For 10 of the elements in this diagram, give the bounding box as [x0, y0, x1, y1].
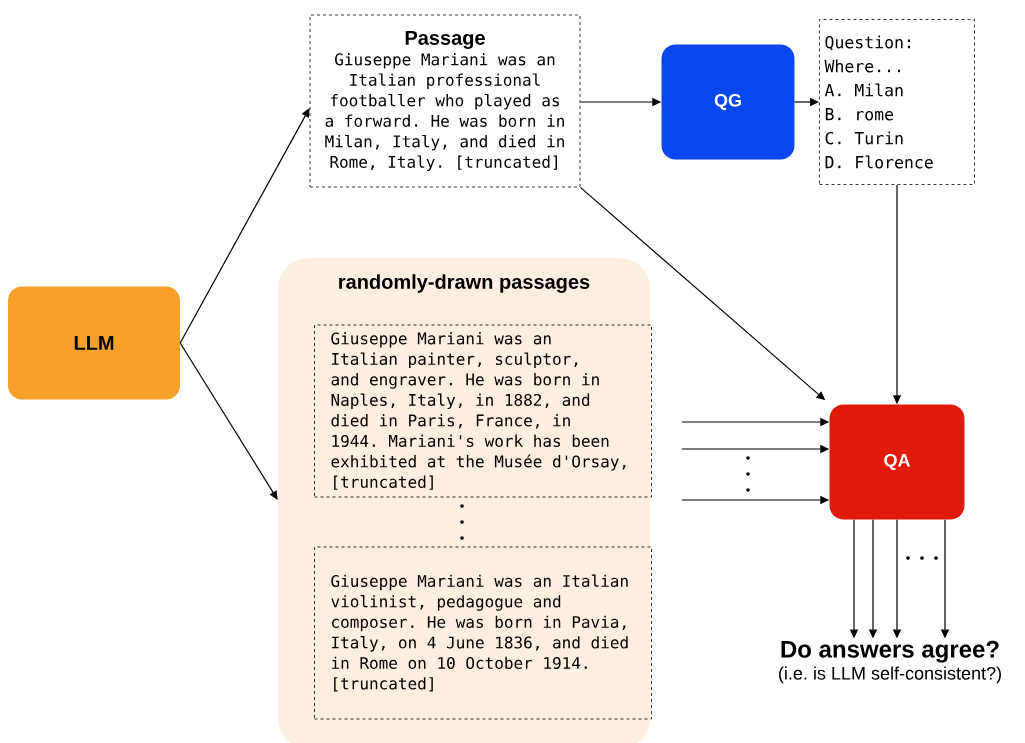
passage-box: Passage Giuseppe Mariani was an Italian professional footballer who played as a forward. He was born in Milan, Italy, and died in Rome, Italy. [truncated] — [309, 14, 581, 188]
answerer-box: QA — [829, 404, 965, 520]
model-box: LLM — [8, 286, 180, 400]
result-text: Do answers agree? (i.e. is LLM self-consistent?) — [779, 640, 1001, 684]
passage-box: Giuseppe Mariani was an Italian painter, sculptor, and engraver. He was born in Naples, Italy, in 1882, and died in Paris, France, in 1944. Mariani's work has been exhibited at the Musée d'Orsay, [truncated] — [314, 324, 652, 498]
arrow — [179, 342, 278, 500]
question-box: Question: Where... A. Milan B. rome C. Turin D. Florence — [819, 19, 975, 185]
arrow — [179, 108, 310, 344]
generator-box: QG — [661, 44, 795, 160]
passage-box: Giuseppe Mariani was an Italian violinist, pedagogue and composer. He was born in Pavia, Italy, on 4 June 1836, and died in Rome on 10 October 1914. [truncated] — [314, 546, 652, 720]
